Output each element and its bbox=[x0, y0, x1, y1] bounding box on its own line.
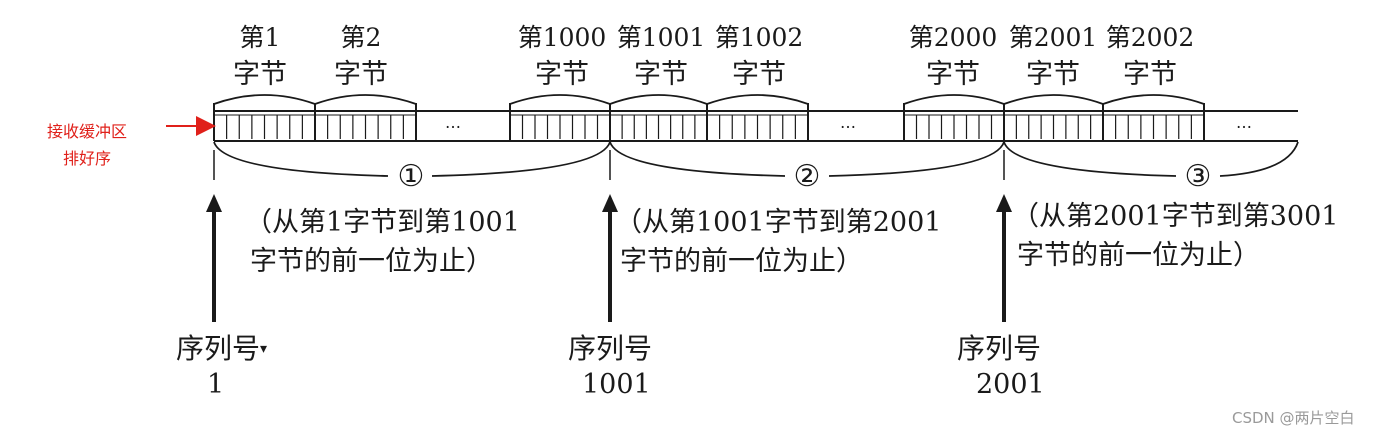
ellipsis: … bbox=[445, 113, 461, 132]
receive-buffer bbox=[213, 94, 1298, 142]
byte-bracket bbox=[213, 94, 316, 105]
byte-cells bbox=[213, 103, 1205, 141]
sequence-label: 序列号▾ bbox=[176, 333, 267, 365]
byte-bracket bbox=[1003, 94, 1104, 105]
segment-range-line1: （从第1字节到第1001 bbox=[245, 207, 520, 238]
segment-range-line2: 字节的前一位为止） bbox=[620, 246, 863, 277]
sequence-arrow-head bbox=[602, 194, 618, 212]
byte-label-bottom: 字节 bbox=[1123, 59, 1177, 90]
byte-brackets bbox=[213, 94, 1205, 105]
byte-label-top: 第2000 bbox=[908, 23, 998, 52]
segment-range-line1: （从第1001字节到第2001 bbox=[615, 207, 942, 238]
segment-marker: ③ bbox=[1184, 159, 1212, 194]
byte-label-top: 第1001 bbox=[616, 23, 706, 52]
buffer-annotation-line2: 排好序 bbox=[63, 149, 112, 168]
segment-range-line2: 字节的前一位为止） bbox=[1017, 240, 1260, 271]
segment-bracket bbox=[609, 141, 786, 177]
byte-label-top: 第2 bbox=[340, 23, 382, 52]
byte-bracket bbox=[1102, 94, 1205, 105]
byte-label-top: 第2001 bbox=[1008, 23, 1098, 52]
sequence-arrow-head bbox=[206, 194, 222, 212]
byte-label-bottom: 字节 bbox=[926, 59, 980, 90]
ellipsis: … bbox=[840, 113, 856, 132]
segment-brackets bbox=[213, 141, 1299, 177]
segment-bracket bbox=[1219, 141, 1299, 177]
byte-label-top: 第1002 bbox=[714, 23, 804, 52]
sequence-number: 1 bbox=[207, 369, 225, 400]
segment-bracket bbox=[828, 141, 1005, 177]
segment-range-line2: 字节的前一位为止） bbox=[250, 246, 493, 277]
ellipsis: … bbox=[1236, 113, 1252, 132]
sequence-number: 2001 bbox=[976, 369, 1045, 400]
byte-label-bottom: 字节 bbox=[334, 59, 388, 90]
byte-label-bottom: 字节 bbox=[233, 59, 287, 90]
byte-bracket bbox=[314, 94, 417, 105]
byte-label-bottom: 字节 bbox=[1026, 59, 1080, 90]
byte-bracket bbox=[706, 94, 809, 105]
segment-bracket bbox=[1003, 141, 1177, 177]
buffer-annotation-line1: 接收缓冲区 bbox=[47, 122, 128, 141]
watermark: CSDN @两片空白 bbox=[1232, 409, 1355, 427]
byte-label-top: 第1 bbox=[239, 23, 281, 52]
sequence-arrow-head bbox=[996, 194, 1012, 212]
byte-bracket bbox=[509, 94, 611, 105]
byte-label-bottom: 字节 bbox=[535, 59, 589, 90]
byte-label-bottom: 字节 bbox=[634, 59, 688, 90]
byte-bracket bbox=[903, 94, 1005, 105]
sequence-label: 序列号 bbox=[957, 332, 1042, 365]
sequence-number: 1001 bbox=[582, 369, 651, 400]
byte-label-bottom: 字节 bbox=[732, 59, 786, 90]
segment-bracket bbox=[431, 141, 611, 177]
triangle-mark-icon: ▾ bbox=[260, 341, 268, 357]
byte-label-top: 第2002 bbox=[1105, 23, 1195, 52]
sequence-label: 序列号 bbox=[568, 332, 653, 365]
segment-marker: ② bbox=[793, 159, 821, 194]
byte-label-top: 第1000 bbox=[517, 23, 607, 52]
segment-bracket bbox=[213, 141, 389, 177]
segment-marker: ① bbox=[397, 159, 425, 194]
sequence-label-text: 序列号 bbox=[176, 332, 261, 365]
sequence-arrows bbox=[206, 150, 1012, 322]
segment-range-line1: （从第2001字节到第3001 bbox=[1012, 201, 1339, 232]
byte-bracket bbox=[609, 94, 708, 105]
